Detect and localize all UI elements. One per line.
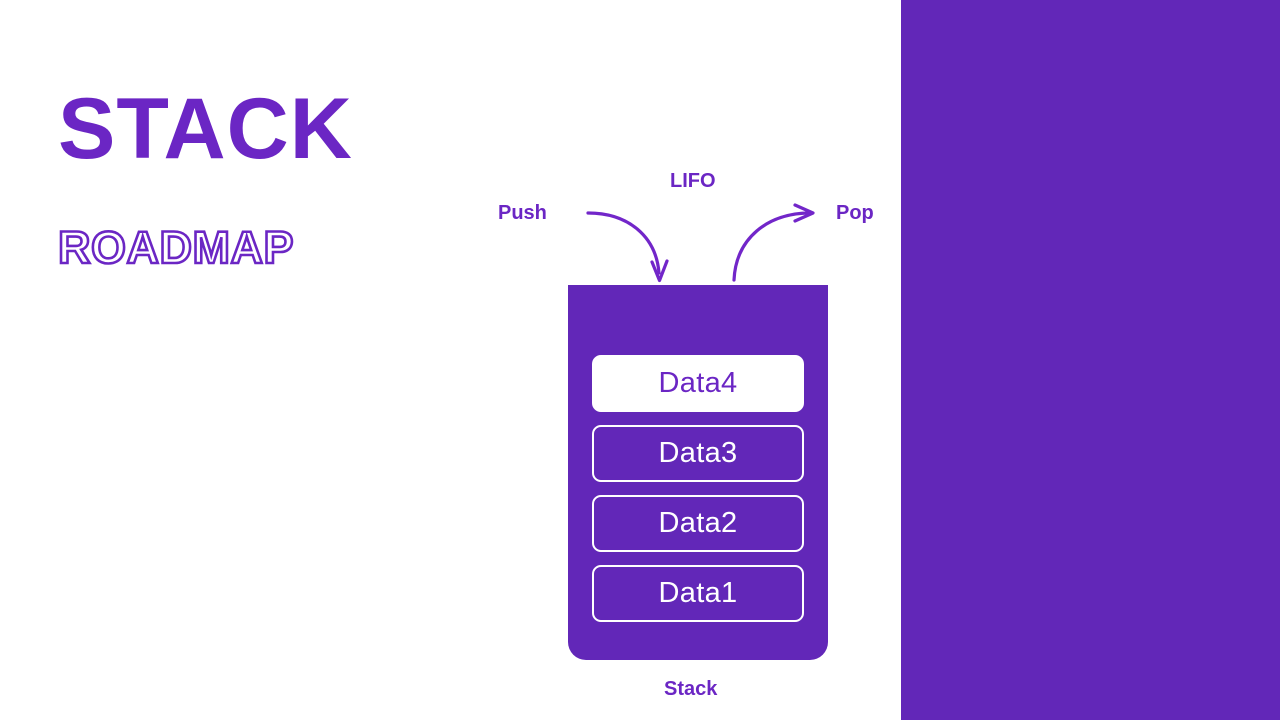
curved-arrow-up-right-icon (732, 203, 815, 282)
stack-container: Data4 Data3 Data2 Data1 (568, 285, 828, 660)
push-label: Push (498, 202, 547, 224)
stack-cell-label: Data4 (658, 367, 738, 399)
stack-cell-bottom[interactable]: Data1 (592, 565, 804, 622)
decorative-side-panel (901, 0, 1280, 720)
curved-arrow-down-icon (586, 211, 669, 283)
stack-cell-label: Data2 (658, 507, 738, 539)
stack-cell[interactable]: Data2 (592, 495, 804, 552)
stack-cell-label: Data3 (658, 437, 738, 469)
page-title: STACK (58, 81, 353, 177)
stack-cell-label: Data1 (658, 577, 738, 609)
stack-caption: Stack (664, 678, 718, 700)
pop-label: Pop (836, 202, 874, 224)
stack-cell-top[interactable]: Data4 (592, 355, 804, 412)
lifo-label: LIFO (670, 170, 716, 192)
stack-cell[interactable]: Data3 (592, 425, 804, 482)
page-subtitle: ROADMAP (57, 221, 295, 274)
